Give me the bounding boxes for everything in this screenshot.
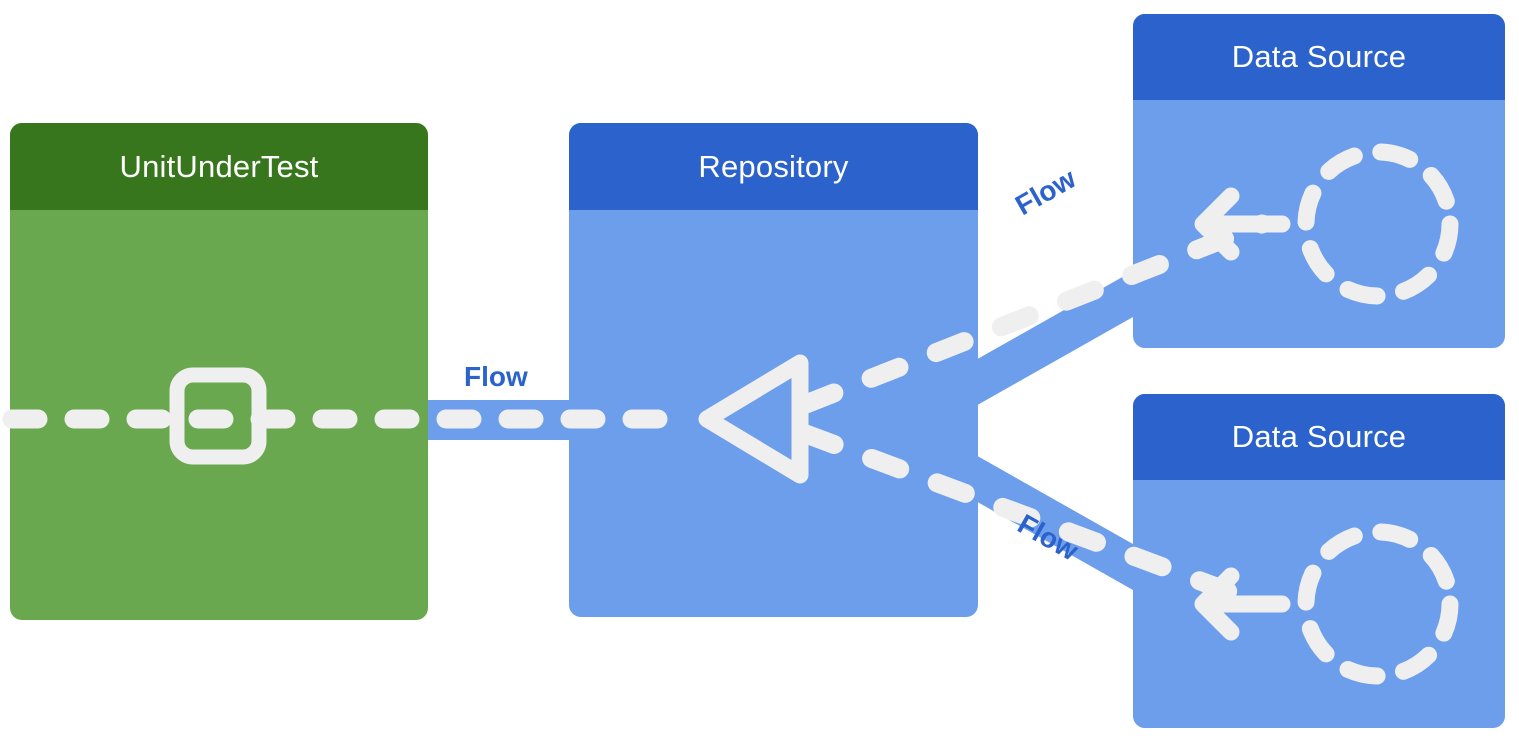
dashed-circle-icon [1297,143,1459,305]
dashed-line-bottom-source-to-repository [796,424,1272,614]
data-source-bottom-glyphs [1194,523,1459,685]
dashed-line-top-source-to-repository [796,214,1272,414]
node-data-source-top-title: Data Source [1133,14,1505,100]
arrow-left-icon [1194,187,1291,261]
node-repository-title: Repository [569,123,978,210]
dashed-circle-icon [1297,523,1459,685]
node-unit-under-test-title: UnitUnderTest [10,123,428,210]
rounded-square-icon [169,367,267,465]
data-source-top-glyphs [1194,143,1459,305]
triangle-left-icon [698,354,809,484]
node-data-source-bottom-title: Data Source [1133,394,1505,480]
arrow-left-icon [1194,567,1291,641]
edge-label-flow-main: Flow [464,361,528,392]
